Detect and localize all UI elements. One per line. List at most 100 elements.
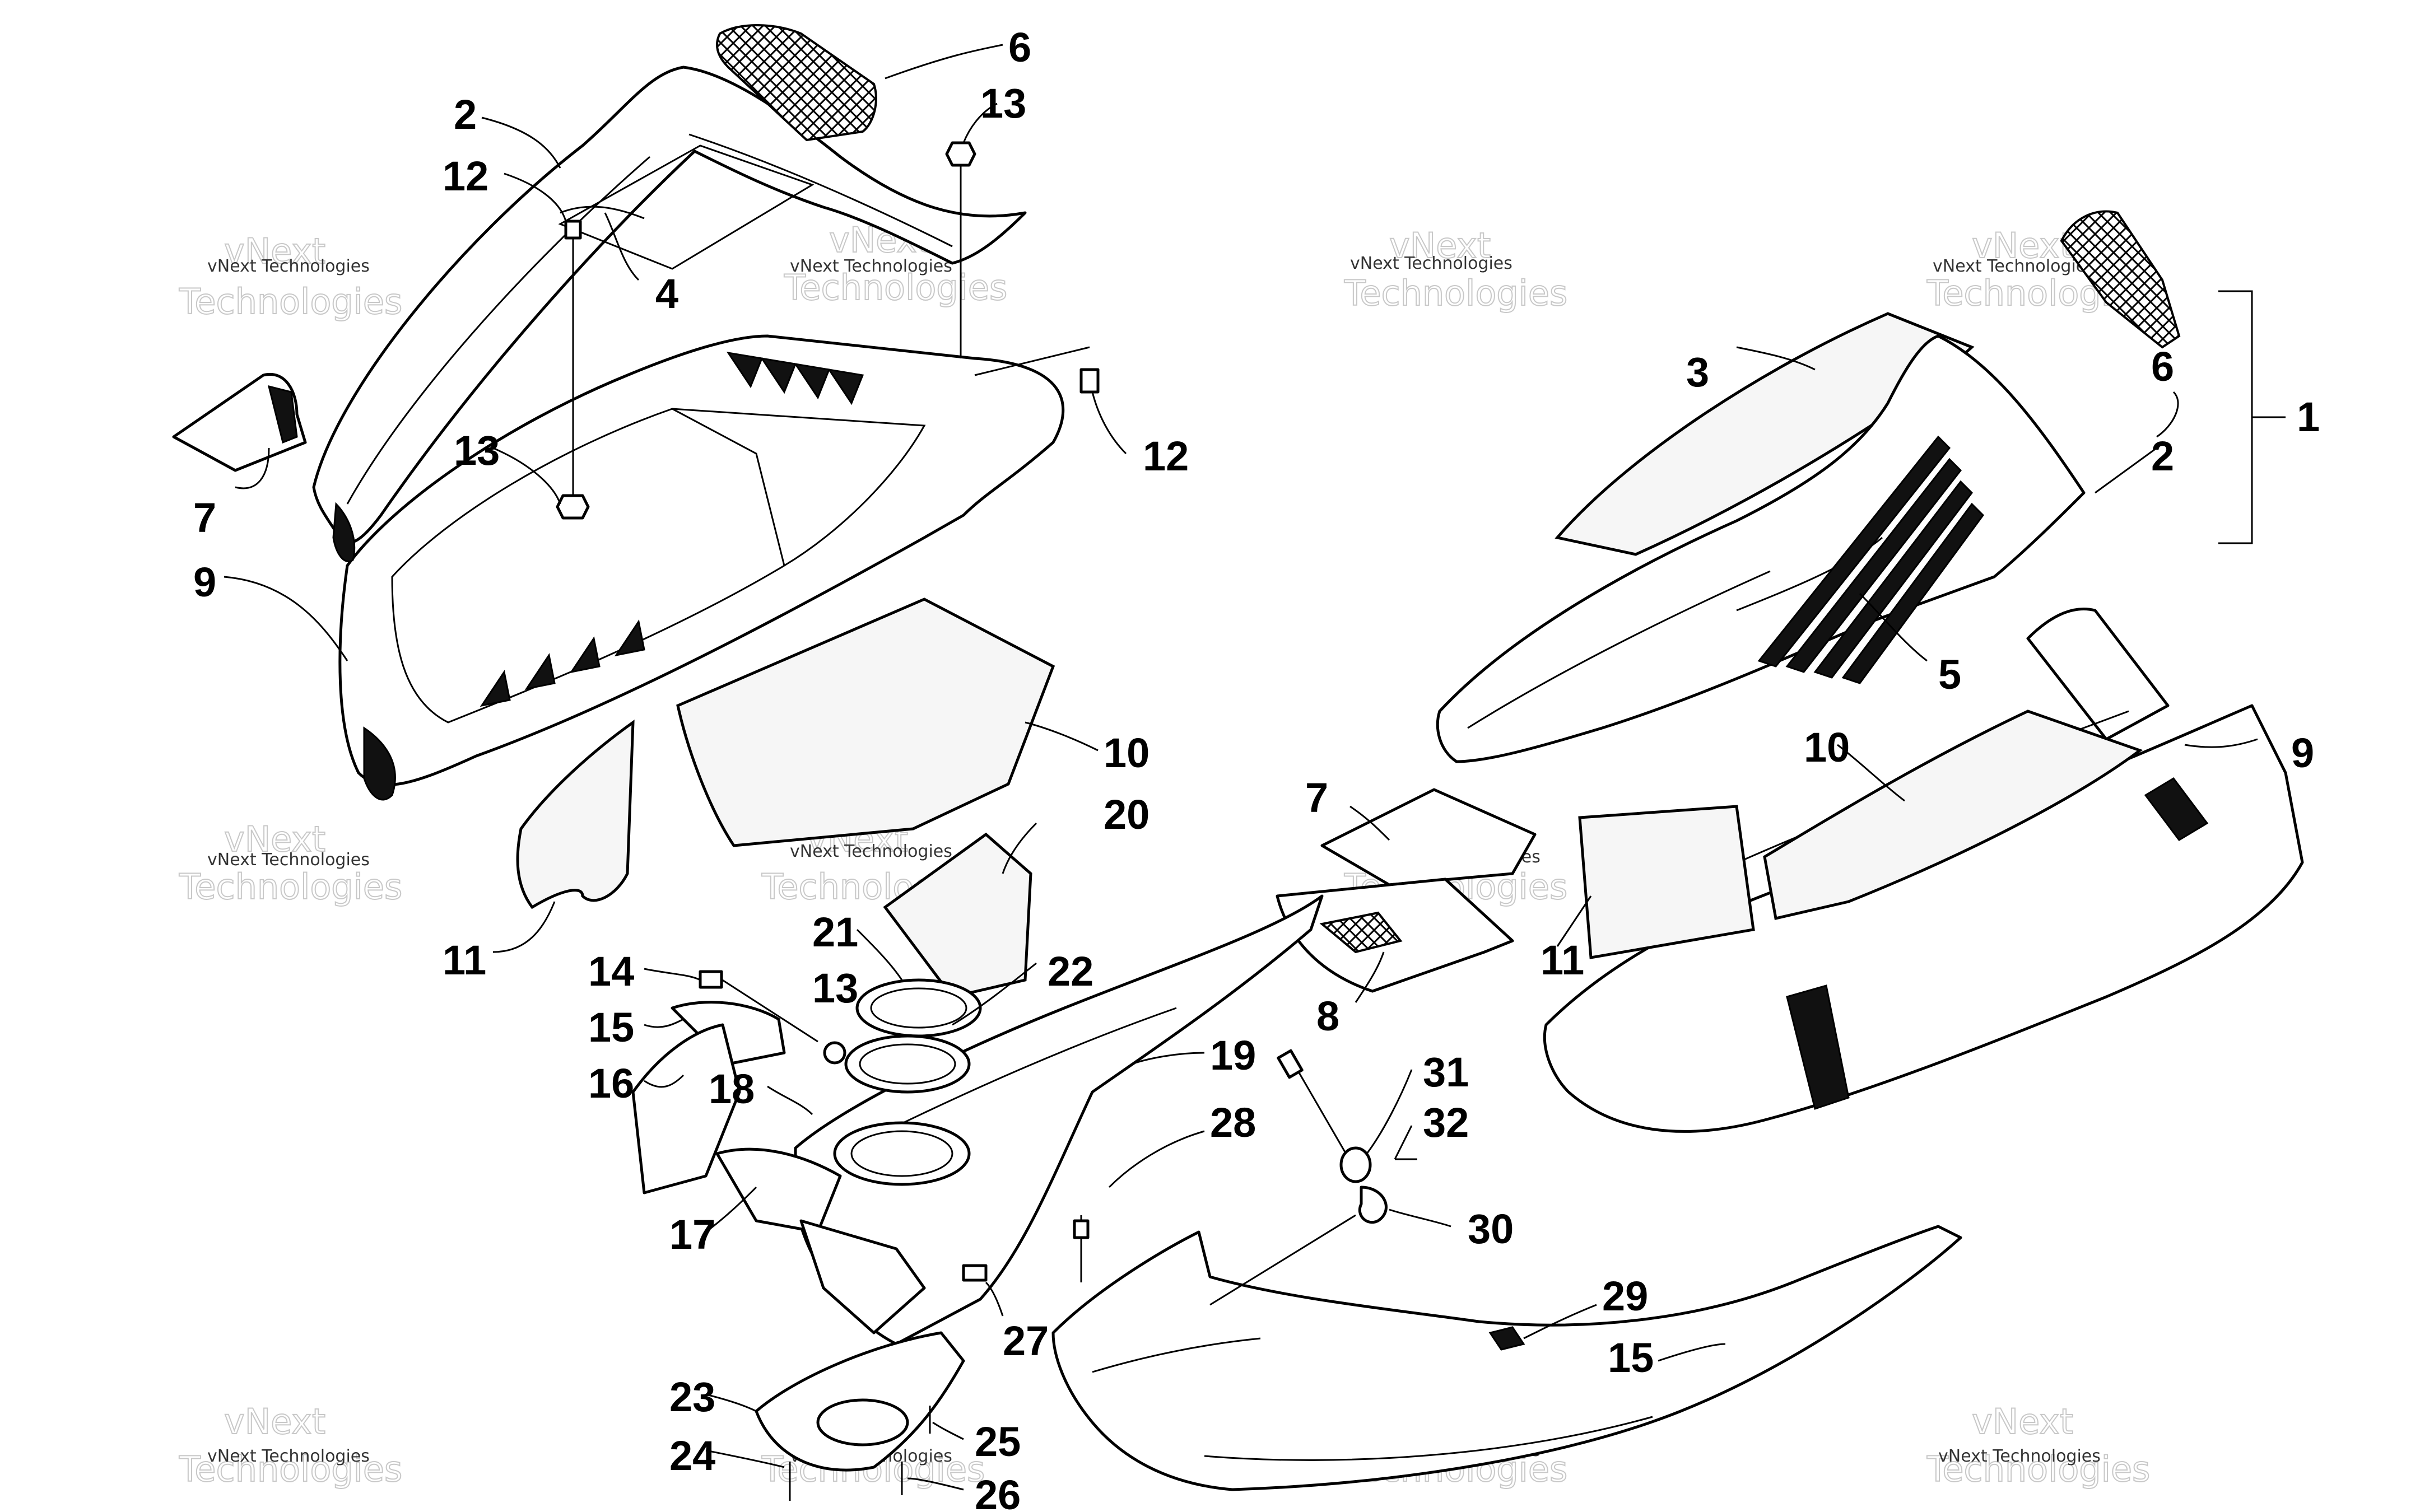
- callout-16: 16: [588, 1060, 634, 1107]
- callout-8: 8: [1316, 993, 1339, 1039]
- callout-13: 13: [454, 427, 500, 474]
- callout-15: 15: [1608, 1334, 1654, 1381]
- part-11-foam-block: [516, 720, 635, 909]
- belly-pan-assembly: [631, 832, 1962, 1501]
- svg-text:vNext: vNext: [224, 231, 325, 272]
- part-22-gasket: [844, 1034, 971, 1094]
- part-11-foam-right: [1578, 805, 1755, 959]
- svg-text:vNext Technologies: vNext Technologies: [790, 256, 952, 276]
- fastener-12-bolt-right: [974, 346, 1100, 394]
- callout-3: 3: [1686, 349, 1709, 395]
- callout-24: 24: [669, 1432, 715, 1479]
- part-6-vent-mesh-right: [2060, 210, 2181, 349]
- watermark: vNext Technologies vNext Technologies: [1343, 225, 1568, 314]
- watermark: vNext Technologies vNext Technologies: [178, 1401, 403, 1490]
- callout-23: 23: [669, 1374, 715, 1420]
- fastener-13-nut-top: [945, 141, 976, 358]
- watermark: vNext Technologies vNext Technologies: [1926, 1401, 2151, 1490]
- callout-10: 10: [1804, 724, 1850, 771]
- fastener-27-bolt: [962, 1264, 988, 1282]
- svg-text:vNext Technologies: vNext Technologies: [207, 1446, 370, 1466]
- part-7-bracket-right: [1320, 788, 1537, 886]
- watermark: vNext Technologies vNext Technologies: [178, 230, 403, 323]
- callout-13: 13: [812, 965, 858, 1011]
- callout-22: 22: [1048, 948, 1093, 995]
- svg-text:Technologies: Technologies: [179, 1449, 402, 1490]
- part-10-foam-pad: [676, 598, 1055, 847]
- watermark: vNext Technologies vNext Technologies: [178, 818, 403, 908]
- svg-text:Technologies: Technologies: [1344, 273, 1567, 314]
- callout-5: 5: [1938, 651, 1961, 698]
- callout-27: 27: [1003, 1318, 1049, 1364]
- callout-15: 15: [588, 1004, 634, 1051]
- callout-7: 7: [1305, 774, 1328, 821]
- left-hood-assembly: [172, 24, 1100, 909]
- fastener-28-rivet: [1073, 1215, 1090, 1282]
- part-10-foam-right: [1763, 710, 2143, 921]
- svg-text:vNext Technologies: vNext Technologies: [207, 256, 370, 276]
- part-17-flap: [715, 1147, 842, 1234]
- part-19-body: [794, 894, 1324, 1346]
- callout-9: 9: [2291, 730, 2314, 776]
- part-30-clip: [1358, 1186, 1388, 1224]
- part-2-hood-right: [1436, 334, 2086, 763]
- svg-text:Technologies: Technologies: [784, 267, 1007, 308]
- right-hood-assembly: [1276, 210, 2304, 1133]
- callout-6: 6: [1008, 24, 1031, 71]
- svg-text:vNext Technologies: vNext Technologies: [1933, 256, 2095, 276]
- callout-17: 17: [669, 1211, 715, 1258]
- part-15-bracket: [671, 1001, 786, 1066]
- callout-32: 32: [1423, 1099, 1469, 1146]
- svg-text:vNext: vNext: [1389, 225, 1491, 266]
- part-16-side: [631, 1023, 741, 1194]
- callout-13: 13: [980, 80, 1026, 127]
- callout-2: 2: [2151, 433, 2174, 479]
- callout-11: 11: [443, 937, 486, 983]
- callout-21: 21: [812, 909, 858, 955]
- svg-text:vNext: vNext: [1972, 1401, 2073, 1442]
- svg-text:vNext Technologies: vNext Technologies: [790, 842, 952, 861]
- fastener-12-bolt: [564, 220, 582, 498]
- svg-text:Technologies: Technologies: [179, 281, 402, 322]
- callout-9: 9: [193, 559, 216, 605]
- svg-text:vNext Technologies: vNext Technologies: [207, 850, 370, 870]
- part-29-clip: [1488, 1326, 1525, 1351]
- svg-text:vNext: vNext: [1972, 225, 2073, 266]
- svg-text:vNext Technologies: vNext Technologies: [1350, 254, 1513, 273]
- part-2-upper-hood: [312, 66, 1027, 544]
- callout-29: 29: [1602, 1273, 1648, 1319]
- callout-20: 20: [1104, 791, 1150, 838]
- callout-4: 4: [655, 270, 678, 317]
- callout-7: 7: [193, 494, 216, 541]
- callout-28: 28: [1210, 1099, 1256, 1146]
- assembly-bracket: [2218, 290, 2253, 544]
- svg-text:Technologies: Technologies: [179, 866, 402, 907]
- fins: [480, 351, 864, 707]
- callout-12: 12: [443, 153, 488, 199]
- callout-30: 30: [1468, 1206, 1514, 1252]
- svg-text:vNext: vNext: [224, 1401, 325, 1442]
- part-31-cable: [1277, 1049, 1372, 1183]
- fastener-13-nut: [556, 494, 590, 520]
- svg-text:vNext Technologies: vNext Technologies: [1938, 1446, 2101, 1466]
- callout-14: 14: [588, 948, 634, 995]
- callout-labels: 6 13 2 12 4 13 12 7 9 10 20 11 3 6 1 2 5…: [193, 24, 2320, 1512]
- svg-text:Technologies: Technologies: [1926, 1449, 2150, 1490]
- callout-31: 31: [1423, 1049, 1469, 1095]
- part-15-belly-pan: [1051, 1225, 1962, 1491]
- callout-25: 25: [975, 1418, 1021, 1465]
- callout-11: 11: [1541, 937, 1584, 983]
- callout-6: 6: [2151, 343, 2174, 390]
- fastener-13-nut-center: [823, 1041, 846, 1065]
- callout-26: 26: [975, 1472, 1021, 1512]
- callout-2: 2: [454, 91, 477, 138]
- callout-10: 10: [1104, 730, 1150, 776]
- svg-text:vNext: vNext: [224, 819, 325, 860]
- hood-latch: [363, 726, 396, 801]
- callout-19: 19: [1210, 1032, 1256, 1079]
- part-3-side-panel: [1555, 312, 1975, 556]
- part-18-flange: [833, 1121, 971, 1186]
- leader-lines: [224, 44, 2258, 1491]
- callout-12: 12: [1143, 433, 1189, 479]
